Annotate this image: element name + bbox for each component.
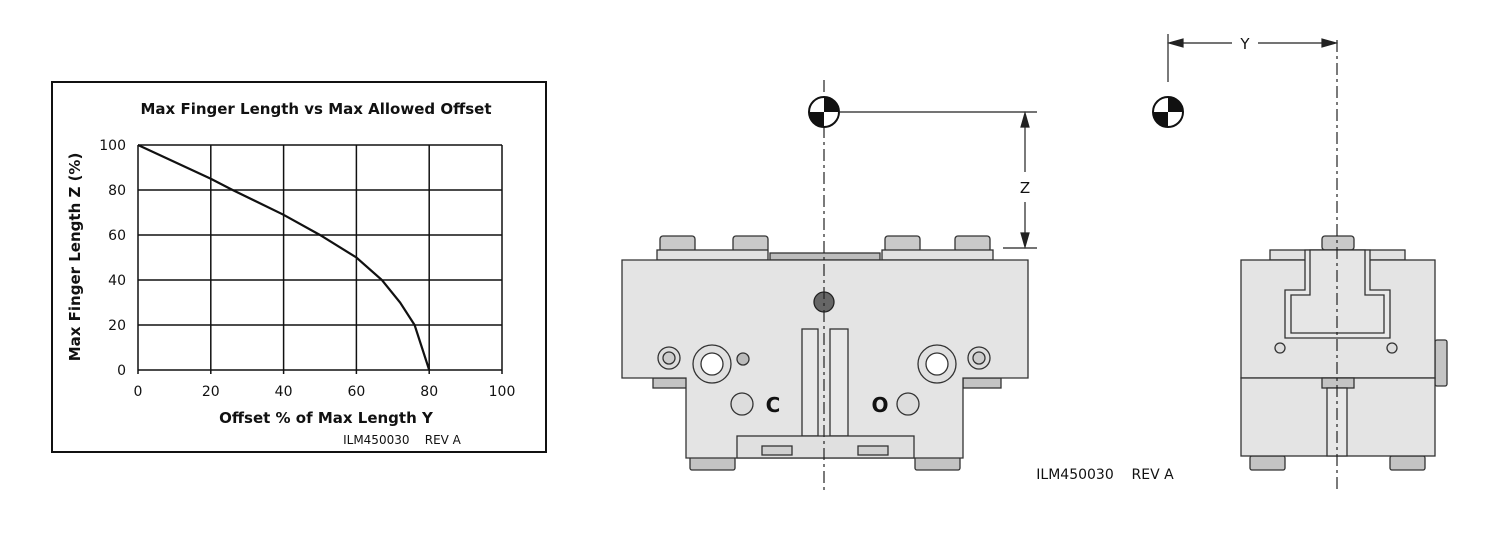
x-tick-label: 60 (347, 384, 365, 400)
y-tick-labels: 0 20 40 60 80 100 (99, 138, 126, 379)
y-tick-label: 0 (117, 363, 126, 379)
dimension-y (1166, 38, 1339, 48)
top-bar (769, 252, 881, 261)
center-of-mass-icon (808, 96, 840, 128)
x-tick-labels: 0 20 40 60 80 100 (134, 384, 516, 400)
x-tick-label: 0 (134, 384, 143, 400)
gripper-body (621, 259, 1029, 459)
front-view (621, 235, 1029, 471)
y-tick-label: 80 (108, 183, 126, 199)
label-close: C (766, 393, 781, 417)
side-view (1240, 235, 1448, 471)
y-tick-label: 20 (108, 318, 126, 334)
chart-footer: ILM450030 REV A (343, 433, 462, 447)
dimension-y-label: Y (1239, 35, 1250, 53)
top-plate (881, 249, 994, 261)
dimension-z-label: Z (1020, 179, 1030, 197)
chart-frame (51, 81, 547, 453)
dimension-z (1020, 110, 1030, 250)
x-tick-label: 100 (489, 384, 516, 400)
top-plate (656, 249, 769, 261)
series-line (137, 144, 431, 371)
label-open: O (871, 393, 888, 417)
x-tick-label: 80 (420, 384, 438, 400)
chart-title: Max Finger Length vs Max Allowed Offset (141, 100, 492, 118)
y-tick-label: 60 (108, 228, 126, 244)
y-axis-label: Max Finger Length Z (%) (66, 153, 84, 362)
x-axis-label: Offset % of Max Length Y (219, 409, 434, 427)
y-tick-label: 40 (108, 273, 126, 289)
drawing-footer: ILM450030 REV A (1036, 467, 1174, 483)
x-tick-label: 20 (202, 384, 220, 400)
x-tick-label: 40 (275, 384, 293, 400)
y-tick-label: 100 (99, 138, 126, 154)
chart-grid (137, 144, 503, 374)
center-of-mass-icon (1152, 96, 1184, 128)
